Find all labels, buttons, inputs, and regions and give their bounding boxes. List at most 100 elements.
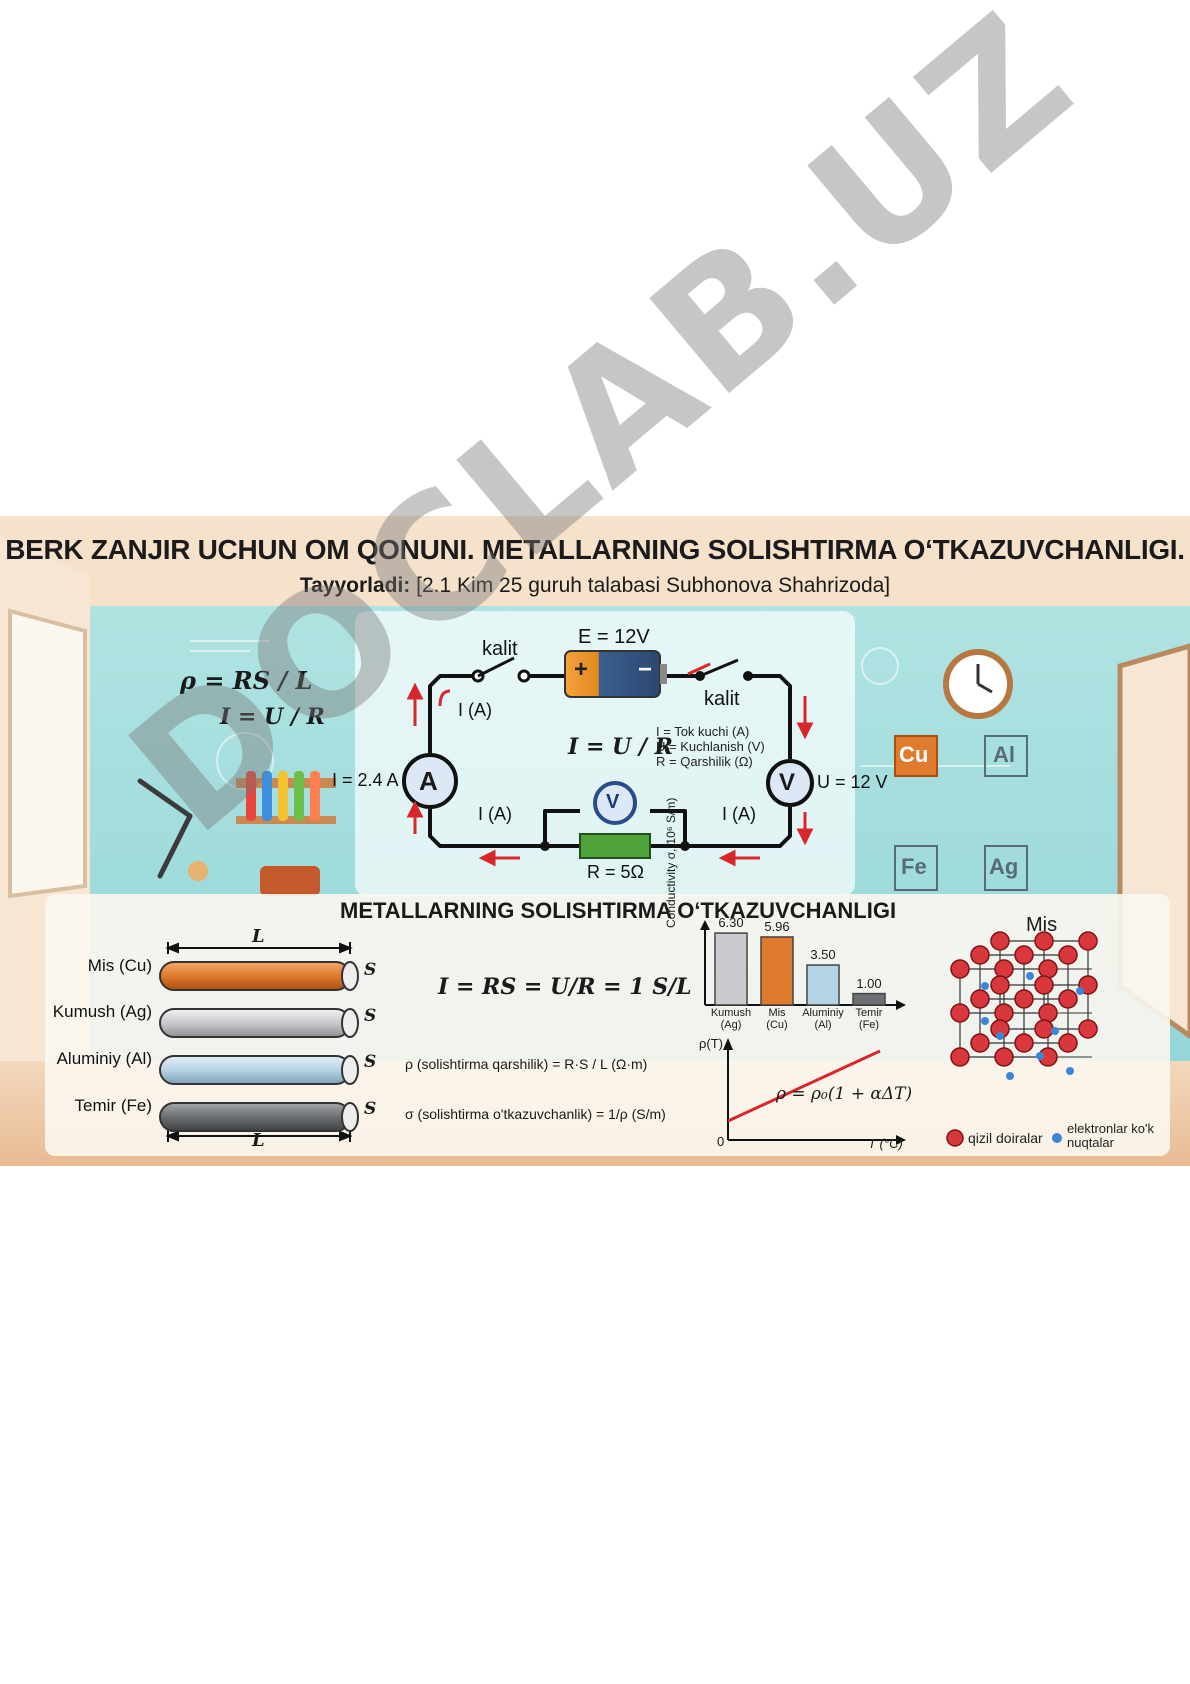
- wire-name-al: Aluminiy (Al): [56, 1049, 152, 1068]
- electron: [981, 1017, 989, 1025]
- ammeter-symbol: A: [419, 766, 438, 796]
- atom: [990, 975, 1010, 995]
- line-chart-xlabel: T (°C): [868, 1136, 903, 1151]
- circuit-legend: I = Tok kuchi (A) U = Kuchlanish (V) R =…: [656, 724, 765, 769]
- section2-title: METALLARNING SOLISHTIRMA O‘TKAZUVCHANLIG…: [340, 898, 897, 923]
- electron: [1006, 1072, 1014, 1080]
- copper-lattice: [950, 931, 1098, 1080]
- atom: [1038, 1003, 1058, 1023]
- element-al: Al: [993, 742, 1015, 767]
- element-tiles: [894, 735, 1028, 891]
- atom: [994, 1003, 1014, 1023]
- ammeter: [402, 753, 458, 809]
- electron: [1036, 1052, 1044, 1060]
- clock-icon: [943, 649, 1013, 719]
- bar-value-label: 6.30: [718, 915, 744, 931]
- wire-name-fe: Temir (Fe): [74, 1096, 152, 1115]
- lattice-legend-blue: elektronlar ko'k nuqtalar: [1067, 1121, 1155, 1150]
- legend-line-2: U = Kuchlanish (V): [656, 739, 765, 754]
- atom: [1058, 989, 1078, 1009]
- atom: [970, 1033, 990, 1053]
- atom: [1078, 1019, 1098, 1039]
- bar: [852, 992, 886, 1006]
- lattice-legend-red: qizil doiralar: [968, 1130, 1043, 1146]
- area-label-ag: S: [364, 1006, 377, 1026]
- prepared-label: Tayyorladi:: [299, 574, 411, 597]
- bar-value-label: 5.96: [764, 918, 790, 934]
- area-label-fe: S: [364, 1099, 377, 1119]
- length-label-top: L: [252, 926, 265, 947]
- bar-category-label: Mis(Cu): [766, 1007, 788, 1031]
- ohm-law-formula: I = U / R: [568, 734, 673, 760]
- area-label-cu: S: [364, 960, 377, 980]
- bar-value-label: 3.50: [810, 947, 836, 963]
- emf-label: E = 12V: [578, 626, 650, 648]
- battery-plus: +: [574, 656, 589, 683]
- wire-cylinder: [159, 1102, 359, 1132]
- resistor: [579, 833, 651, 859]
- current-formula: I = U / R: [220, 704, 325, 730]
- element-fe: Fe: [901, 854, 927, 879]
- electron: [996, 1032, 1004, 1040]
- atom: [1038, 959, 1058, 979]
- rho-formula: ρ = RS / L: [180, 666, 313, 695]
- wire-cylinder: [159, 961, 359, 991]
- key-left-label: kalit: [482, 638, 518, 660]
- poster-background: [0, 516, 1190, 1166]
- voltmeter-symbol: V: [779, 769, 796, 796]
- conductivity-bar-chart: [700, 920, 906, 1010]
- wire-cylinder: [159, 1008, 359, 1038]
- poster-subtitle: Tayyorladi: [2.1 Kim 25 guruh talabasi S…: [0, 574, 1190, 598]
- electron: [1076, 987, 1084, 995]
- poster-title: BERK ZANJIR UCHUN OM QONUNI. METALLARNIN…: [5, 534, 1185, 565]
- ammeter-reading: I = 2.4 A: [332, 770, 399, 790]
- bar: [760, 936, 794, 1006]
- resistivity-line: [727, 1049, 881, 1123]
- sigma-definition: σ (solishtirma o'tkazuvchanlik) = 1/ρ (S…: [405, 1106, 666, 1122]
- current-label-bottom-left: I (A): [478, 804, 512, 824]
- rho-definition: ρ (solishtirma qarshilik) = R·S / L (Ω·m…: [405, 1056, 648, 1072]
- atom: [1034, 1019, 1054, 1039]
- voltmeter-small-symbol: V: [606, 791, 620, 813]
- battery: [564, 650, 667, 698]
- key-right-label: kalit: [704, 688, 740, 710]
- voltmeter: [766, 759, 814, 807]
- resistor-label: R = 5Ω: [587, 862, 644, 882]
- bar-chart-ylabel: Conductivity σ,(10⁶ S/m): [664, 797, 678, 928]
- bar-category-label: Kumush(Ag): [710, 1007, 752, 1031]
- test-tubes-icon: [236, 771, 336, 824]
- lattice-title: Mis: [1026, 914, 1058, 936]
- wire-cylinder: [159, 1055, 359, 1085]
- legend-line-3: R = Qarshilik (Ω): [656, 754, 753, 769]
- desk-lamp-icon: [137, 778, 193, 879]
- voltmeter-reading: U = 12 V: [817, 772, 888, 792]
- element-ag: Ag: [989, 854, 1019, 879]
- atom: [1034, 931, 1054, 951]
- current-label-top: I (A): [458, 700, 492, 720]
- bar-category-label: Temir(Fe): [855, 1007, 883, 1031]
- atom: [990, 931, 1010, 951]
- electron: [981, 982, 989, 990]
- atom: [1034, 975, 1054, 995]
- atom: [1058, 1033, 1078, 1053]
- wire-name-ag: Kumush (Ag): [52, 1002, 152, 1021]
- line-chart-ylabel: ρ(T): [699, 1036, 723, 1051]
- wire-name-cu: Mis (Cu): [87, 956, 152, 975]
- bar-value-label: 1.00: [856, 975, 882, 991]
- line-chart-annotation: ρ = ρ₀(1 + αΔT): [776, 1084, 913, 1104]
- length-label-bottom: L: [252, 1130, 265, 1151]
- legend-line-1: I = Tok kuchi (A): [656, 724, 750, 739]
- atom: [994, 959, 1014, 979]
- prepared-by: [2.1 Kim 25 guruh talabasi Subhonova Sha…: [416, 574, 891, 597]
- electron: [1026, 972, 1034, 980]
- bar: [806, 964, 840, 1006]
- atom: [950, 959, 970, 979]
- line-chart-origin: 0: [717, 1134, 725, 1149]
- battery-minus: −: [638, 656, 653, 683]
- bar: [714, 932, 748, 1006]
- atom: [970, 989, 990, 1009]
- atom: [1014, 1033, 1034, 1053]
- poster: BERK ZANJIR UCHUN OM QONUNI. METALLARNIN…: [0, 516, 1190, 1166]
- element-cu: Cu: [899, 742, 929, 767]
- atom: [994, 1047, 1014, 1067]
